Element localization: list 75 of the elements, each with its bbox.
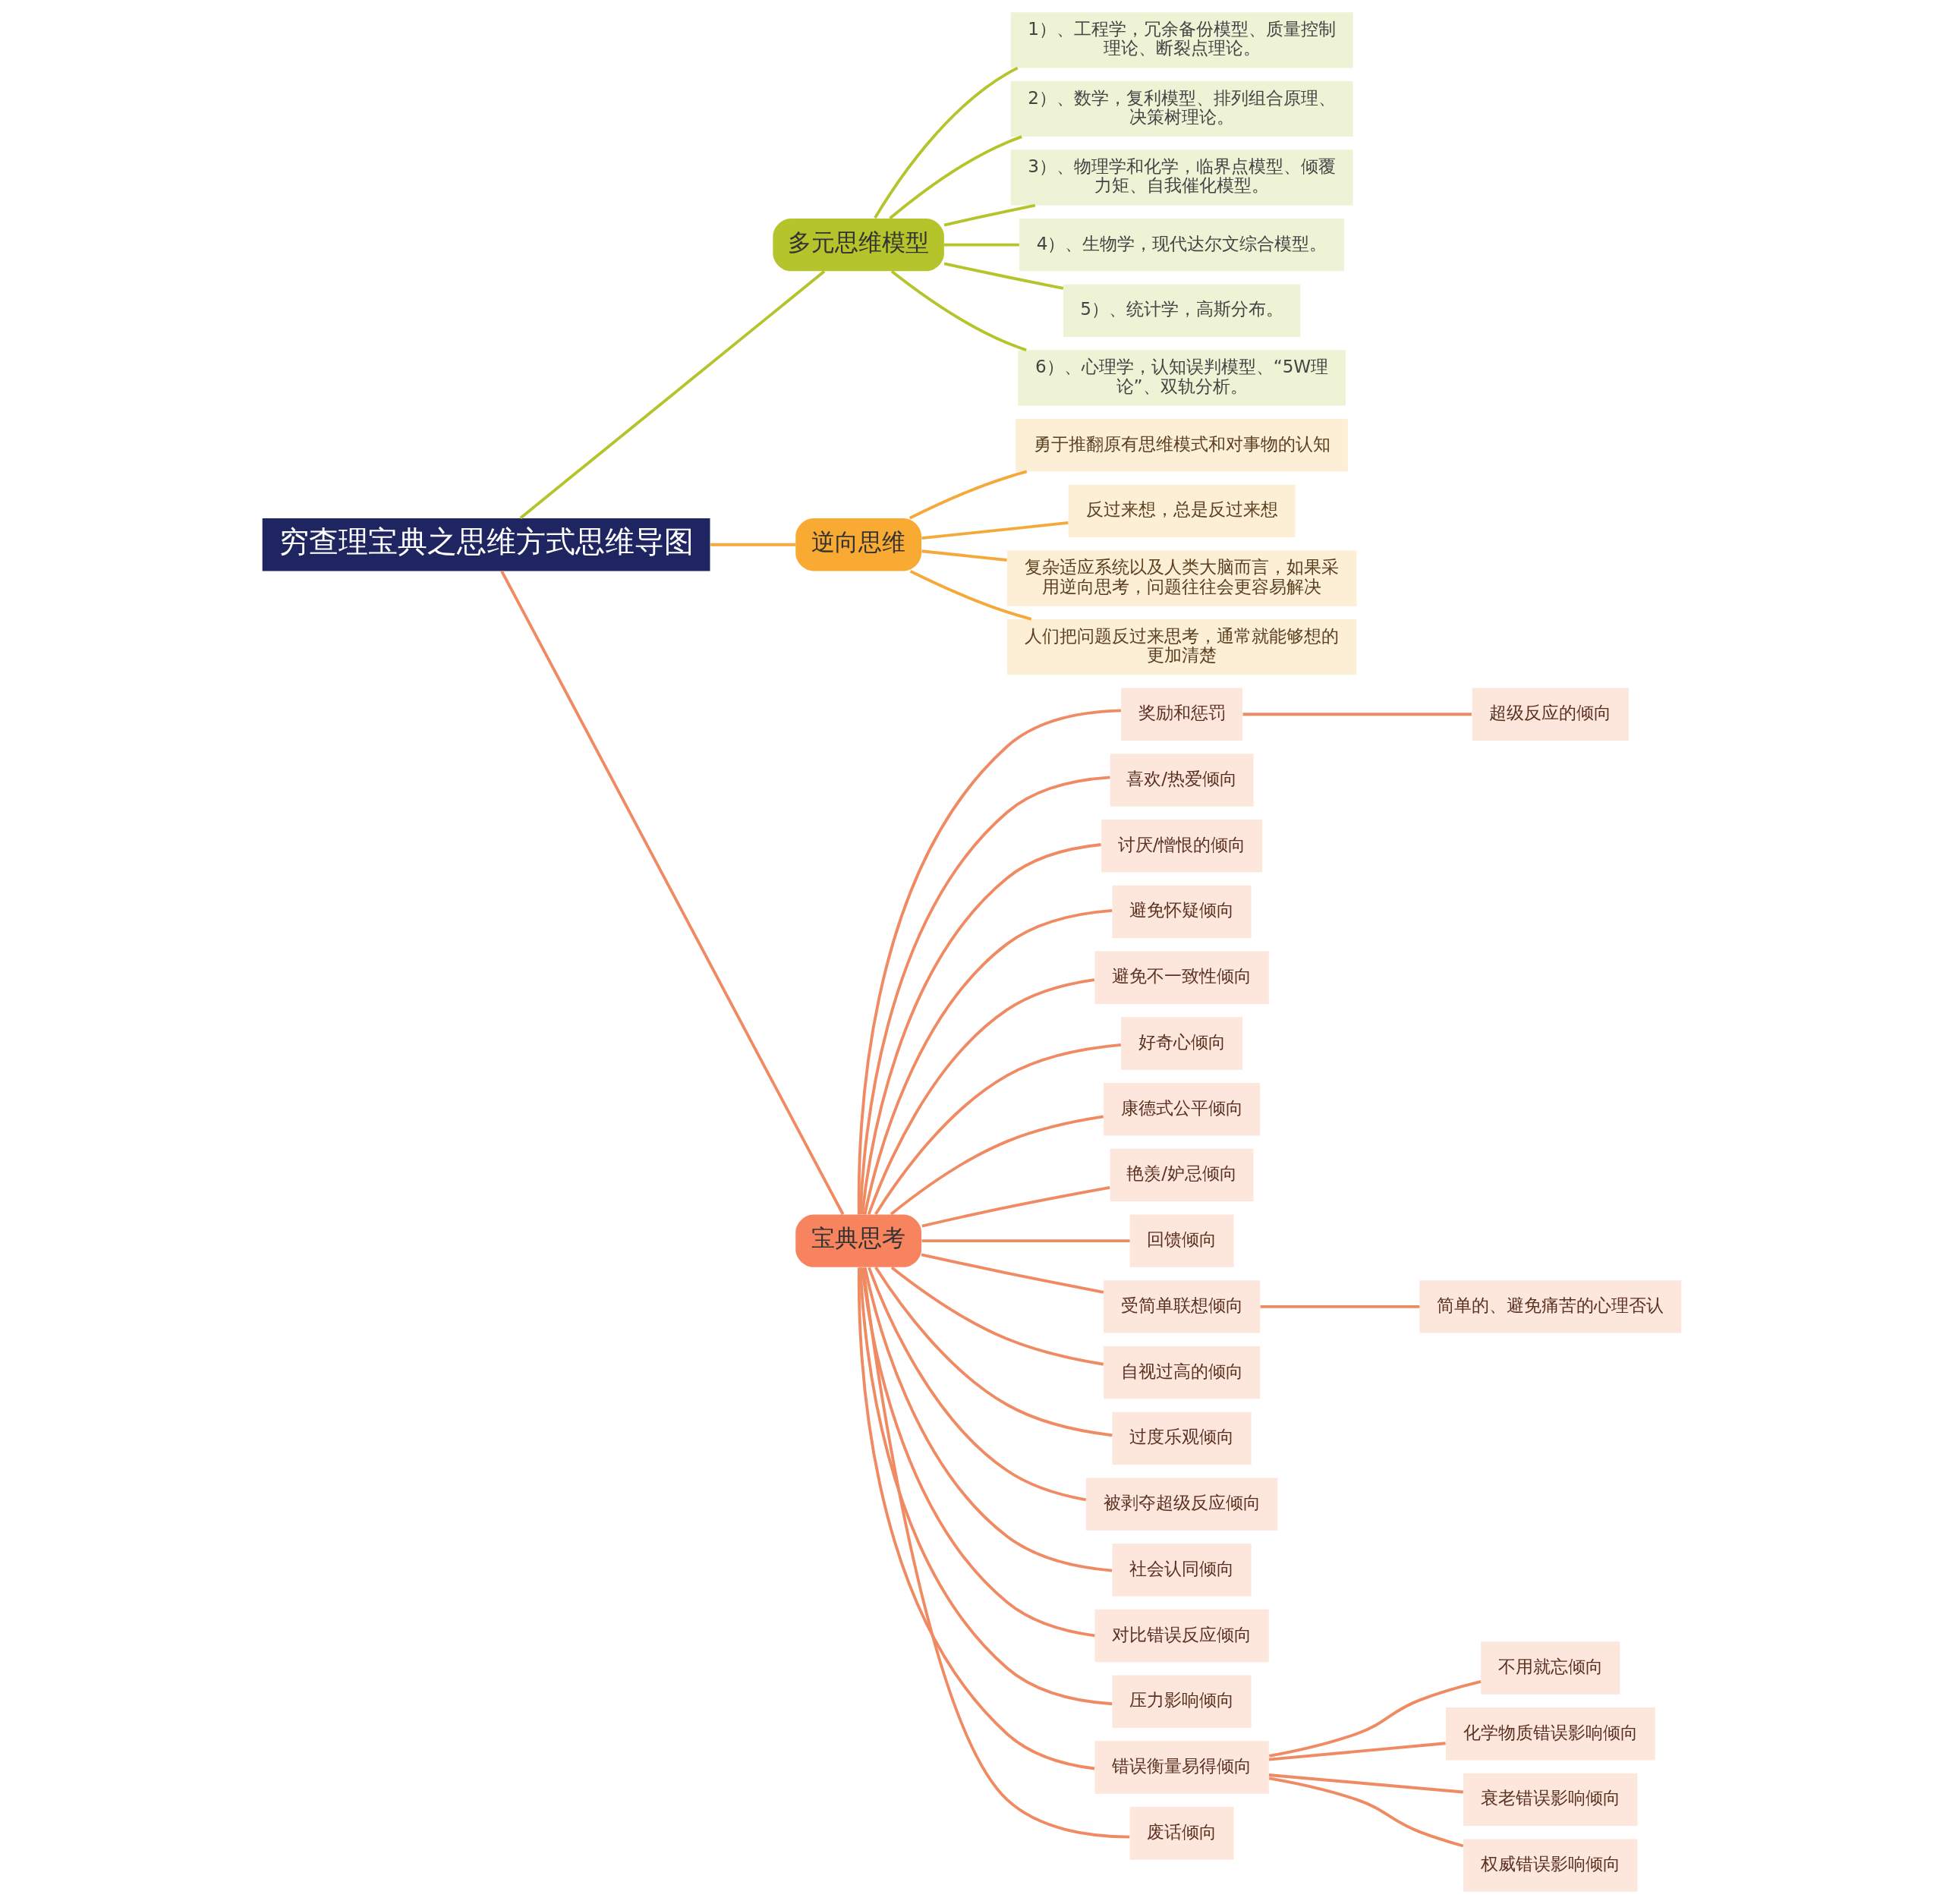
connector	[860, 1267, 1095, 1638]
connector	[890, 270, 1027, 352]
connector	[1268, 1777, 1463, 1848]
node-box: 避免怀疑倾向	[1112, 885, 1252, 939]
connector	[710, 543, 795, 546]
connector	[921, 1185, 1110, 1228]
node-box: 2）、数学，复利模型、排列组合原理、决策树理论。	[1010, 80, 1353, 137]
node-box: 化学物质错误影响倾向	[1445, 1707, 1655, 1761]
connector	[943, 203, 1035, 227]
connector	[863, 1267, 1112, 1572]
node-box: 受简单联想倾向	[1103, 1280, 1260, 1333]
node-box: 被剥夺超级反应倾向	[1085, 1478, 1277, 1531]
connector	[499, 570, 844, 1216]
node-box: 穷查理宝典之思维方式思维导图	[262, 518, 710, 571]
node-box: 废话倾向	[1129, 1807, 1233, 1860]
connector	[943, 262, 1063, 290]
connector	[921, 521, 1069, 540]
node-box: 回馈倾向	[1129, 1214, 1233, 1267]
connector	[857, 709, 1121, 1215]
node-box: 逆向思维	[795, 518, 921, 571]
connector	[867, 1267, 1086, 1502]
node-box: 6）、心理学，认知误判模型、“5W理论”、双轨分析。	[1017, 350, 1346, 406]
node-box: 多元思维模型	[772, 218, 944, 272]
node-box: 超级反应的倾向	[1472, 688, 1629, 741]
connector	[874, 1266, 1113, 1437]
node-box: 对比错误反应倾向	[1094, 1609, 1269, 1663]
node-box: 自视过高的倾向	[1103, 1345, 1260, 1399]
node-box: 反过来想，总是反过来想	[1068, 484, 1295, 538]
connector	[860, 843, 1101, 1215]
node-box: 社会认同倾向	[1112, 1544, 1252, 1597]
node-box: 权威错误影响倾向	[1463, 1839, 1637, 1892]
node-box: 3）、物理学和化学，临界点模型、倾覆力矩、自我催化模型。	[1010, 149, 1353, 206]
connector	[1268, 1742, 1446, 1761]
node-box: 奖励和惩罚	[1120, 688, 1242, 741]
connector	[888, 135, 1022, 220]
connector	[858, 1267, 1112, 1706]
node-box: 勇于推翻原有思维模式和对事物的认知	[1015, 418, 1348, 472]
node-box: 人们把问题反过来思考，通常就能够想的更加清楚	[1006, 619, 1356, 675]
connector	[519, 270, 825, 520]
node-box: 康德式公平倾向	[1103, 1083, 1260, 1136]
node-box: 压力影响倾向	[1112, 1675, 1252, 1728]
connector	[1268, 1773, 1463, 1794]
connector	[921, 1253, 1104, 1294]
node-box: 简单的、避免痛苦的心理否认	[1419, 1280, 1681, 1333]
node-box: 衰老错误影响倾向	[1463, 1773, 1637, 1827]
connector	[857, 1267, 1094, 1770]
node-box: 好奇心倾向	[1120, 1017, 1242, 1070]
connector	[863, 908, 1112, 1215]
connector	[873, 66, 1019, 219]
connector	[861, 1267, 1129, 1839]
connector	[921, 1239, 1130, 1243]
connector	[1242, 713, 1472, 716]
node-box: 过度乐观倾向	[1112, 1411, 1252, 1465]
node-box: 4）、生物学，现代达尔文综合模型。	[1019, 218, 1344, 272]
node-box: 不用就忘倾向	[1480, 1641, 1620, 1695]
connector	[890, 1266, 1104, 1366]
node-box: 避免不一致性倾向	[1094, 951, 1269, 1004]
connector	[921, 549, 1007, 562]
connector	[1260, 1304, 1419, 1308]
connector	[858, 776, 1110, 1215]
connector	[909, 470, 1027, 520]
node-box: 1）、工程学，冗余备份模型、质量控制理论、断裂点理论。	[1010, 12, 1353, 68]
node-box: 喜欢/热爱倾向	[1110, 754, 1254, 807]
node-box: 宝典思考	[795, 1214, 921, 1267]
connector	[874, 1043, 1121, 1216]
node-box: 错误衡量易得倾向	[1094, 1741, 1269, 1794]
node-box: 复杂适应系统以及人类大脑而言，如果采用逆向思考，问题往往会更容易解决	[1006, 550, 1356, 606]
connector	[943, 243, 1019, 247]
connector	[867, 978, 1094, 1215]
connector	[909, 570, 1031, 621]
node-box: 艳羡/妒忌倾向	[1110, 1148, 1254, 1202]
node-box: 讨厌/憎恨的倾向	[1101, 820, 1262, 873]
node-box: 5）、统计学，高斯分布。	[1063, 284, 1300, 338]
connector	[1268, 1680, 1481, 1758]
connector	[890, 1115, 1104, 1216]
